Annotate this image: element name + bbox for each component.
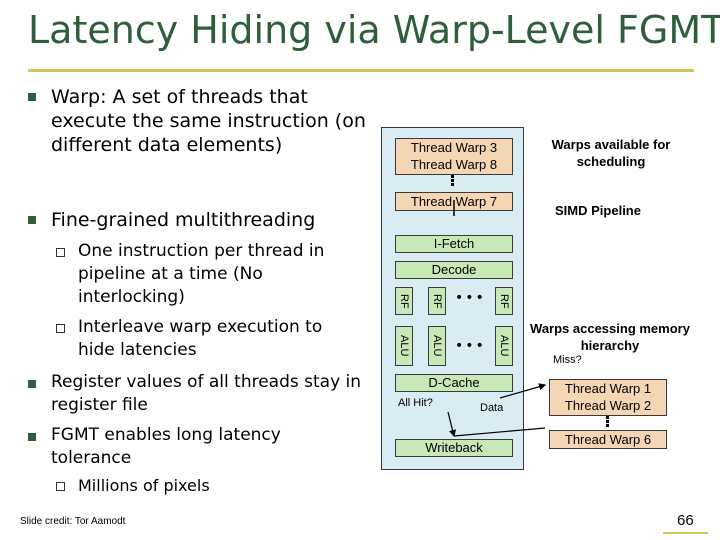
ellipsis-icon: ••• <box>455 290 486 306</box>
bullet-icon <box>28 93 36 101</box>
stage-rf: RF <box>428 287 446 315</box>
stage-writeback: Writeback <box>395 439 513 457</box>
bullet-icon <box>28 433 36 441</box>
pipeline-arrows <box>447 200 547 438</box>
bullet-register-values: Register values of all threads stay in r… <box>51 372 362 415</box>
warp-queue-top: Thread Warp 3 Thread Warp 8 <box>395 138 513 175</box>
bullet-warp: Warp: A set of threads that execute the … <box>51 86 366 156</box>
sub-bullet-millions: Millions of pixels <box>78 476 210 495</box>
bullet-long-latency: FGMT enables long latency tolerance <box>51 425 281 468</box>
warp-3: Thread Warp 3 <box>410 140 498 155</box>
title-rule <box>28 69 694 72</box>
warps-accessing-label: Warps accessing memory hierarchy <box>530 321 690 353</box>
miss-label: Miss? <box>553 354 582 366</box>
stage-alu: ALU <box>395 326 413 366</box>
page-number: 66 <box>677 512 694 529</box>
sub-bullet-icon <box>56 482 65 491</box>
bullet-icon <box>28 380 36 388</box>
sub-bullet-one-instruction: One instruction per thread in pipeline a… <box>78 241 325 307</box>
slide-credit: Slide credit: Tor Aamodt <box>20 516 126 527</box>
warp-2: Thread Warp 2 <box>564 398 652 413</box>
sub-bullet-icon <box>56 248 65 257</box>
simd-pipeline-label: SIMD Pipeline <box>555 203 641 218</box>
bullet-icon <box>28 216 36 224</box>
warp-8: Thread Warp 8 <box>410 157 498 172</box>
stage-alu: ALU <box>495 326 513 366</box>
warp-queue-bottom: Thread Warp 1 Thread Warp 2 <box>549 379 667 416</box>
warps-available-label: Warps available for scheduling <box>551 137 671 169</box>
all-hit-label: All Hit? <box>398 397 433 409</box>
data-label: Data <box>480 402 504 414</box>
page-number-rule <box>663 532 708 534</box>
stage-ifetch: I-Fetch <box>395 235 513 253</box>
stage-alu: ALU <box>428 326 446 366</box>
ellipsis-icon <box>606 415 609 428</box>
warp-1: Thread Warp 1 <box>564 381 652 396</box>
sub-bullet-icon <box>56 324 65 333</box>
ellipsis-icon <box>451 174 454 187</box>
ellipsis-icon: ••• <box>455 338 486 354</box>
warp-6: Thread Warp 6 <box>549 430 667 449</box>
stage-dcache: D-Cache <box>395 374 513 392</box>
bullet-fgmt: Fine-grained multithreading <box>51 209 316 231</box>
sub-bullet-interleave: Interleave warp execution to hide latenc… <box>78 317 323 360</box>
slide-title: Latency Hiding via Warp-Level FGMT <box>28 8 720 52</box>
stage-decode: Decode <box>395 261 513 279</box>
stage-rf: RF <box>395 287 413 315</box>
stage-rf: RF <box>495 287 513 315</box>
